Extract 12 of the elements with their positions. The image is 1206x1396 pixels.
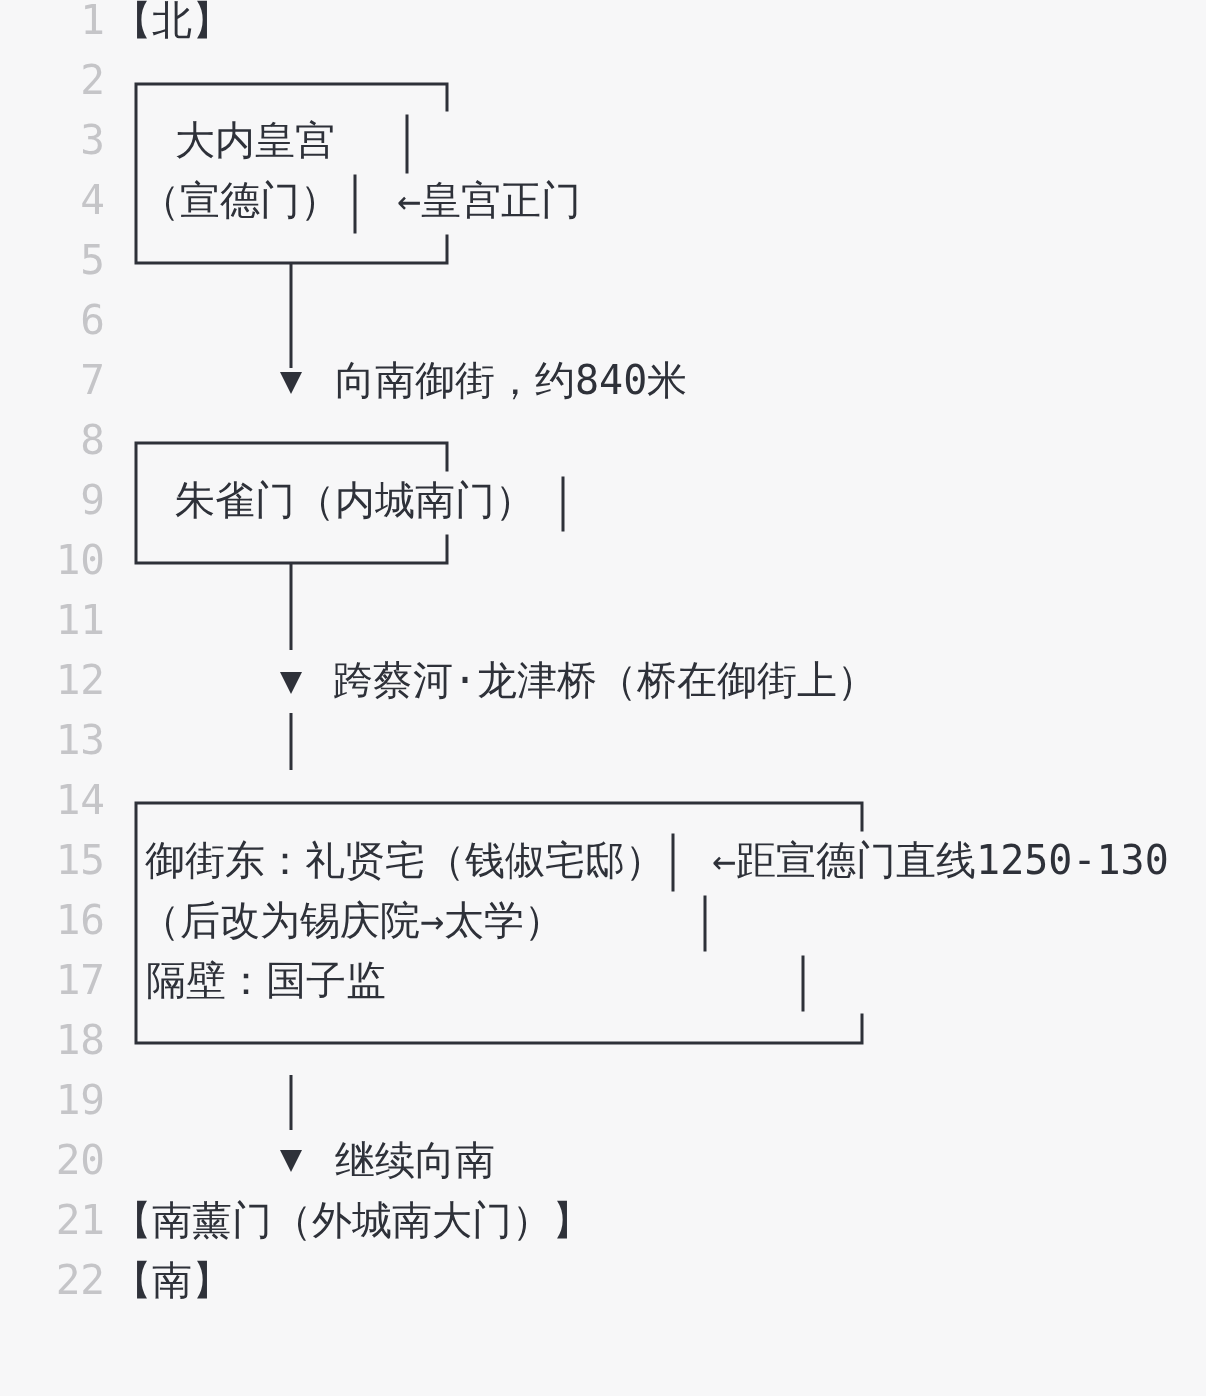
note-text: ←皇宫正门 [397,176,582,224]
place-name: 隔壁：国子监 [146,956,386,1004]
place-name: 大内皇宫 [175,116,335,164]
note-text: ←距宣德门直线1250-130 [712,836,1169,884]
place-name: 【南薰门（外城南大门）】 [112,1196,592,1244]
compass-label: 【南】 [112,1256,232,1304]
place-name: （后改为锡庆院→太学） [140,896,565,944]
outline-box [134,441,566,565]
compass-label: 【北】 [112,0,232,44]
place-name: （宣德门） [140,176,340,224]
place-name: 朱雀门（内城南门） [175,476,535,524]
place-name: 御街东：礼贤宅（钱俶宅邸） [145,836,665,884]
